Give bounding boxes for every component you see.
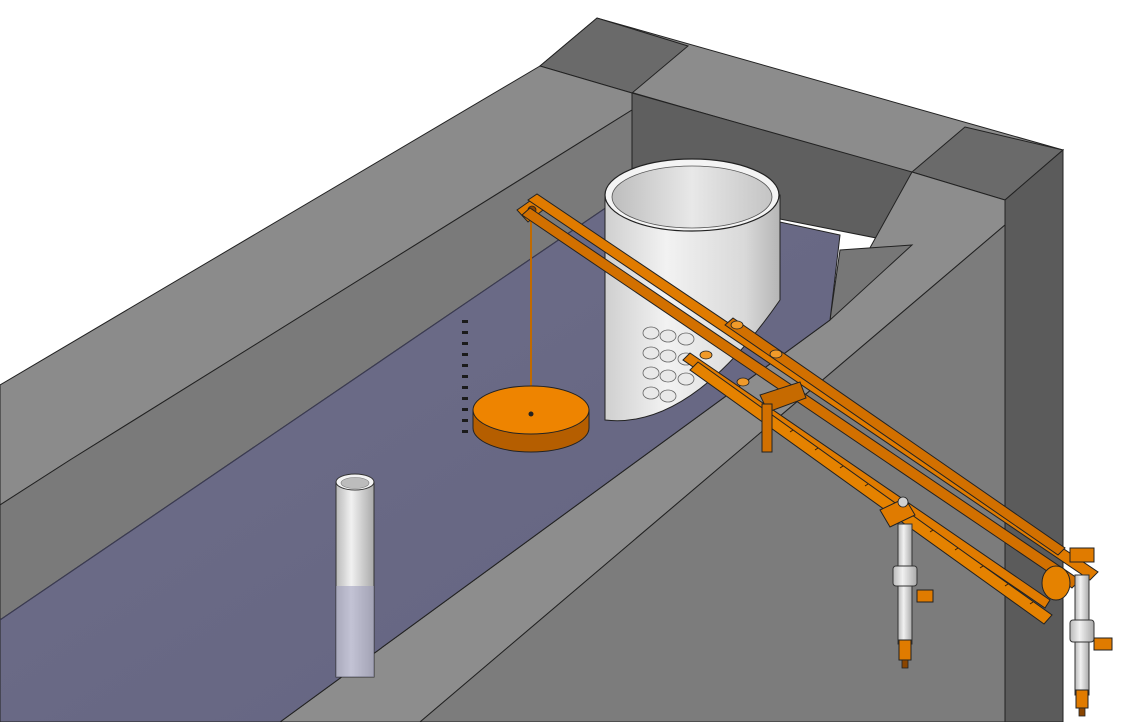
- gauge-marks: [462, 320, 468, 433]
- graduated-scale: [689, 361, 1053, 625]
- lever-arm-assembly: [516, 193, 1099, 625]
- valve-assembly-left: [892, 523, 934, 669]
- valve-assembly-right: [1069, 547, 1113, 717]
- float-disc: [472, 215, 590, 453]
- standpipe: [335, 473, 375, 678]
- intake-cylinder: [604, 158, 781, 422]
